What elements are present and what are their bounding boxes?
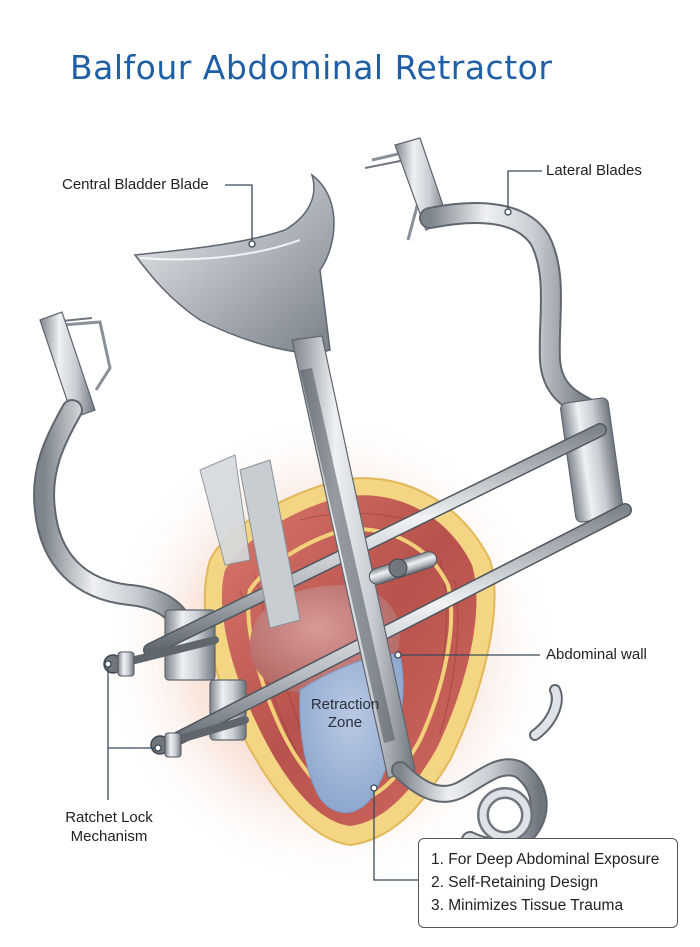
label-retraction-zone-line1: Retraction xyxy=(310,696,380,713)
label-retraction-zone-line2: Zone xyxy=(327,714,363,731)
leader-feature-box xyxy=(373,788,418,881)
label-central-bladder-blade: Central Bladder Blade xyxy=(62,176,209,193)
leader-ratchet xyxy=(107,664,158,800)
label-ratchet-lock: Ratchet Lock Mechanism xyxy=(54,808,164,846)
leader-lines xyxy=(104,170,542,881)
feature-item: 3. Minimizes Tissue Trauma xyxy=(431,897,624,914)
feature-item: 2. Self-Retaining Design xyxy=(431,874,599,891)
leader-central-blade xyxy=(225,184,253,244)
diagram-title: Balfour Abdominal Retractor xyxy=(70,48,553,87)
label-abdominal-wall: Abdominal wall xyxy=(546,646,647,663)
central-bladder-blade xyxy=(133,173,563,856)
features-box: 1. For Deep Abdominal Exposure 2. Self-R… xyxy=(418,838,678,928)
leader-lateral-blades xyxy=(507,170,542,212)
feature-item: 1. For Deep Abdominal Exposure xyxy=(431,851,660,868)
frame-rods xyxy=(111,423,632,752)
label-ratchet-lock-line1: Ratchet Lock xyxy=(65,809,153,826)
label-lateral-blades: Lateral Blades xyxy=(546,162,642,179)
label-ratchet-lock-line2: Mechanism xyxy=(70,828,148,845)
right-lateral-blade xyxy=(364,137,624,523)
label-retraction-zone: Retraction Zone xyxy=(300,696,390,732)
